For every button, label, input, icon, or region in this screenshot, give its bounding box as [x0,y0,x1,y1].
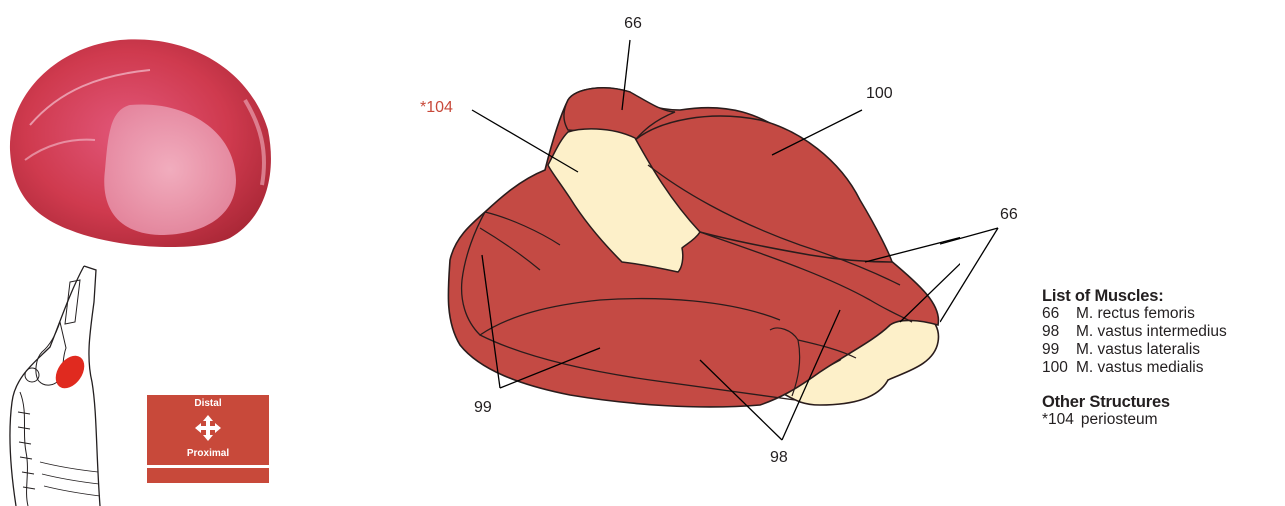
legend-name: M. vastus intermedius [1076,323,1227,341]
legend-num: *104 [1042,411,1074,429]
orientation-box: Distal Proximal [147,395,269,483]
legend-name: M. vastus medialis [1076,359,1203,377]
legend: List of Muscles: 66 M. rectus femoris 98… [1042,287,1282,429]
orientation-divider [147,465,269,468]
legend-num: 100 [1042,359,1076,377]
legend-name: periosteum [1081,411,1158,429]
meat-cut-photo [0,30,280,255]
leader-lines-66-right [940,222,1005,332]
legend-num: 66 [1042,305,1076,323]
legend-row: *104 periosteum [1042,411,1282,429]
legend-other-title: Other Structures [1042,393,1282,411]
callout-100: 100 [866,85,893,102]
orientation-bottom-label: Proximal [147,448,269,459]
legend-num: 98 [1042,323,1076,341]
legend-name: M. rectus femoris [1076,305,1195,323]
carcass-location-diagram [0,262,130,506]
callout-98: 98 [770,449,788,466]
callout-66-top: 66 [624,15,642,32]
legend-row: 100 M. vastus medialis [1042,359,1282,377]
legend-name: M. vastus lateralis [1076,341,1200,359]
callout-104: *104 [420,99,453,116]
callout-99: 99 [474,399,492,416]
muscle-body [448,88,938,407]
legend-row: 66 M. rectus femoris [1042,305,1282,323]
legend-row: 99 M. vastus lateralis [1042,341,1282,359]
legend-row: 98 M. vastus intermedius [1042,323,1282,341]
legend-muscles-title: List of Muscles: [1042,287,1282,305]
legend-num: 99 [1042,341,1076,359]
muscle-diagram: 66 *104 100 99 98 [400,0,960,506]
four-way-arrow-icon [194,414,222,442]
orientation-top-label: Distal [147,398,269,409]
